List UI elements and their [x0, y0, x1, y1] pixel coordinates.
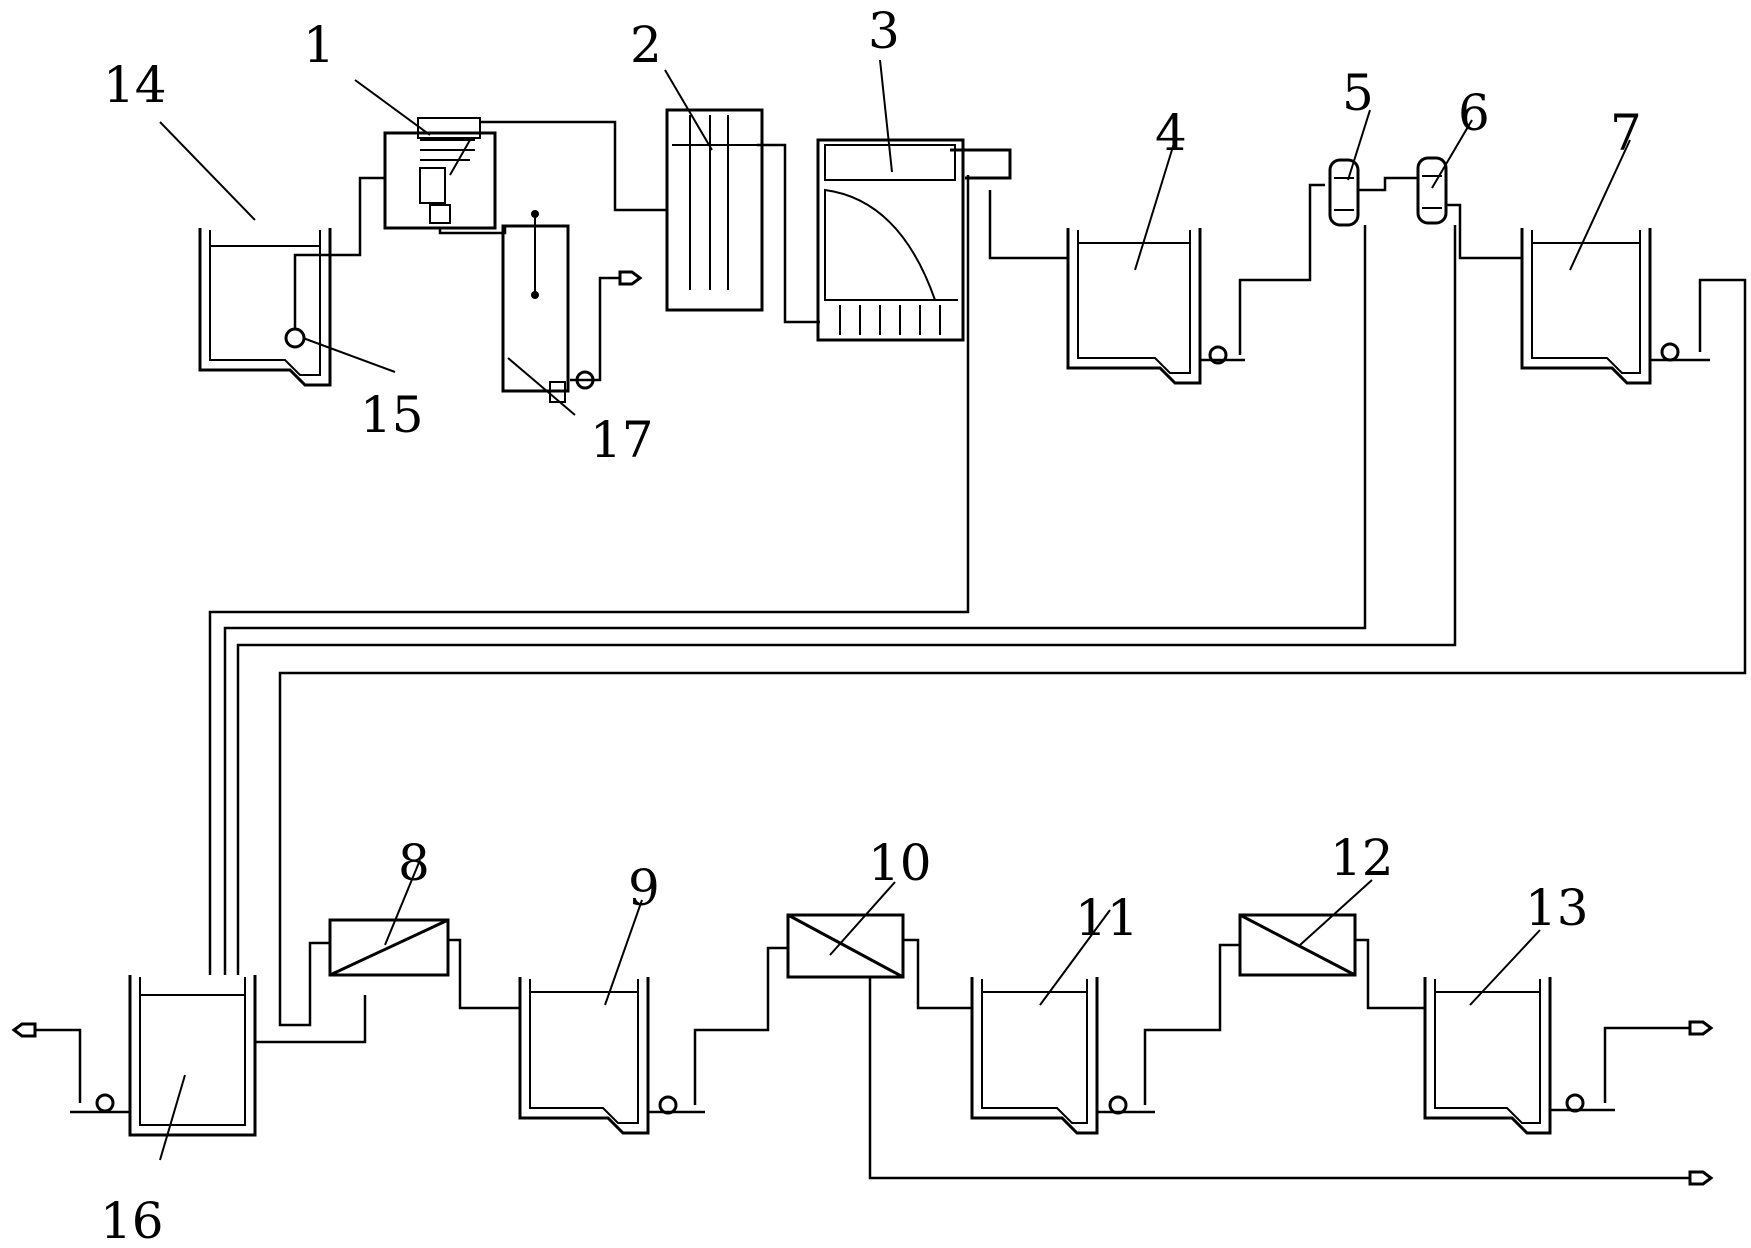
- label-7: 7: [1610, 104, 1642, 162]
- label-2: 2: [630, 16, 662, 74]
- pipe-10-to-11: [903, 938, 972, 1010]
- pump-15-icon: [284, 327, 306, 349]
- tank-9: [518, 977, 650, 1135]
- label-5: 5: [1342, 64, 1374, 122]
- label-17: 17: [590, 411, 654, 469]
- pipe-1-to-2: [480, 120, 667, 212]
- pump-7-icon: [1660, 342, 1680, 362]
- pump-13-icon: [1565, 1093, 1585, 1113]
- pipe-16-to-8: [255, 995, 367, 1044]
- pump-9-icon: [658, 1095, 678, 1115]
- unit-3-sedimentation: [816, 138, 1012, 342]
- label-12: 12: [1330, 829, 1394, 887]
- label-9: 9: [628, 859, 660, 917]
- tank-14: [198, 228, 332, 387]
- pump-16-icon: [95, 1093, 115, 1113]
- label-6: 6: [1458, 84, 1490, 142]
- pipe-3-to-16: [208, 175, 970, 975]
- pipe-2-to-3: [757, 143, 820, 324]
- label-14: 14: [103, 56, 167, 114]
- outlet-arrow-10-icon: [1688, 1170, 1714, 1186]
- label-15: 15: [360, 386, 424, 444]
- membrane-12: [1238, 913, 1357, 977]
- pipe-16-outlet: [35, 1028, 130, 1114]
- label-11: 11: [1075, 889, 1139, 947]
- unit-5-filter: [1328, 158, 1360, 227]
- pipe-4-to-5: [1200, 183, 1325, 362]
- membrane-8: [328, 918, 450, 977]
- leader-lines: [159, 59, 1631, 1161]
- pipe-10-concentrate: [868, 977, 1690, 1180]
- membrane-10: [786, 913, 905, 979]
- pipe-5-to-16: [223, 225, 1367, 975]
- label-1: 1: [303, 16, 335, 74]
- label-10: 10: [868, 834, 932, 892]
- pipe-13-outlet: [1550, 1026, 1690, 1112]
- unit-1-pretreatment: [383, 117, 497, 230]
- unit-17-column: [501, 210, 570, 403]
- labels: 14 1 2 3 4 5 6 7 15 17 8 9 10 11 12 13 1…: [100, 2, 1642, 1248]
- pipe-6-to-16: [236, 225, 1457, 975]
- pipe-5-to-6: [1358, 176, 1418, 192]
- tank-16: [128, 975, 257, 1137]
- outlet-arrow-16-icon: [11, 1022, 37, 1038]
- outlet-arrow-17-icon: [618, 270, 643, 286]
- pipe-7-to-16: [278, 278, 1747, 1027]
- tank-13: [1423, 977, 1552, 1135]
- label-13: 13: [1525, 879, 1589, 937]
- pipe-3-to-4: [988, 190, 1068, 260]
- label-4: 4: [1155, 104, 1187, 162]
- tank-11: [970, 977, 1099, 1135]
- unit-6-filter: [1416, 156, 1448, 225]
- pipe-8-to-9: [448, 938, 520, 1010]
- pipe-17-outlet: [570, 276, 620, 382]
- pump-11-icon: [1108, 1095, 1128, 1115]
- label-3: 3: [868, 2, 900, 60]
- pipe-6-to-7: [1446, 203, 1522, 260]
- pipe-12-to-13: [1355, 938, 1425, 1010]
- pipe-1-to-17: [438, 226, 507, 235]
- unit-2-reactor: [665, 108, 764, 312]
- tank-7: [1520, 228, 1652, 385]
- pump-4-icon: [1208, 345, 1228, 365]
- label-16: 16: [100, 1192, 164, 1248]
- label-8: 8: [398, 834, 430, 892]
- outlet-arrow-13-icon: [1688, 1020, 1714, 1036]
- pipe-9-to-10: [648, 946, 788, 1114]
- pipe-11-to-12: [1097, 943, 1240, 1114]
- pipe-14-to-1: [293, 176, 385, 330]
- tank-4: [1066, 228, 1202, 385]
